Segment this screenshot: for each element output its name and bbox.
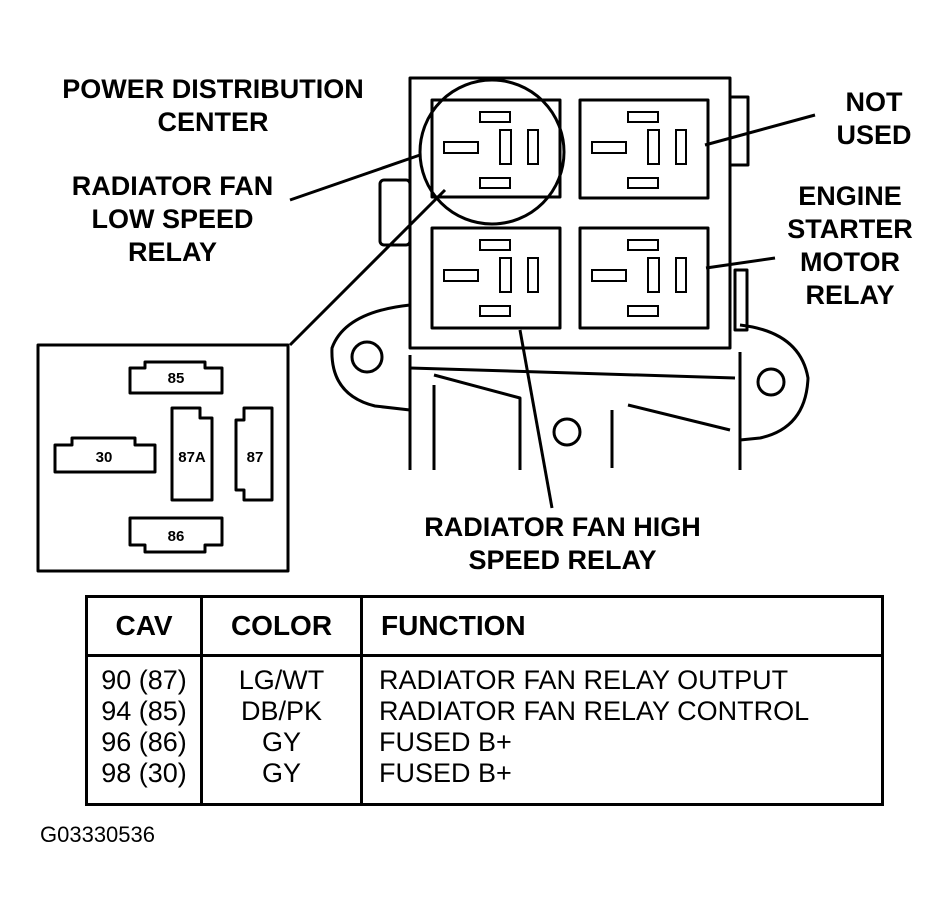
color-cell: GY xyxy=(201,727,363,758)
relay-cavity-low-speed xyxy=(430,98,562,199)
cavity-pin-outline xyxy=(591,141,627,154)
cavity-pin-outline xyxy=(627,239,659,251)
high-speed-relay-label: RADIATOR FAN HIGH SPEED RELAY xyxy=(424,512,701,575)
leader-line xyxy=(518,329,554,509)
cav-cell: 98 (30) xyxy=(86,758,203,805)
pin-85-label: 85 xyxy=(168,370,185,387)
pin-30-label: 30 xyxy=(96,449,113,466)
cavity-pin-outline xyxy=(675,129,687,165)
table-row: 96 (86) GY FUSED B+ xyxy=(86,727,883,758)
cavity-pin-outline xyxy=(527,129,539,165)
cavity-pin-outline xyxy=(527,257,539,293)
color-cell: LG/WT xyxy=(201,655,363,696)
cavity-pin-outline xyxy=(479,305,511,317)
power-distribution-center-diagram: 85 30 87A 87 86 xyxy=(36,76,816,573)
relay-cavity-starter xyxy=(578,226,710,330)
cavity-pin-outline xyxy=(499,257,512,293)
cavity-pin-outline xyxy=(591,269,627,282)
cav-cell: 90 (87) xyxy=(86,655,203,696)
header-color: COLOR xyxy=(201,596,363,657)
color-cell: GY xyxy=(201,758,363,805)
cavity-table: CAV COLOR FUNCTION 90 (87) LG/WT RADIATO… xyxy=(85,595,884,806)
header-cav: CAV xyxy=(86,596,203,657)
pdc-label: POWER DISTRIBUTION CENTER xyxy=(62,74,364,137)
side-tab xyxy=(728,95,750,167)
cavity-pin-outline xyxy=(627,111,659,123)
table-header-row: CAV COLOR FUNCTION xyxy=(86,596,883,657)
cavity-pin-outline xyxy=(479,239,511,251)
not-used-label: NOT USED xyxy=(836,87,912,150)
header-function: FUNCTION xyxy=(361,596,883,657)
function-cell: RADIATOR FAN RELAY OUTPUT xyxy=(379,665,789,695)
function-cell: FUSED B+ xyxy=(379,727,512,757)
pdc-housing xyxy=(408,76,732,350)
leader-line xyxy=(288,188,447,347)
pin-87-label: 87 xyxy=(247,449,264,466)
relay-detail-inset xyxy=(36,343,290,573)
pin-87a-label: 87A xyxy=(178,449,206,466)
cav-cell: 96 (86) xyxy=(86,727,203,758)
pin-30-outline xyxy=(53,436,157,474)
low-speed-relay-label: RADIATOR FAN LOW SPEED RELAY xyxy=(71,171,274,267)
function-cell: FUSED B+ xyxy=(379,758,512,788)
figure-id: G03330536 xyxy=(40,822,155,847)
pin-85-outline xyxy=(128,360,224,395)
leader-line xyxy=(704,113,816,147)
relay-cavity-not-used xyxy=(578,98,710,200)
function-cell: RADIATOR FAN RELAY CONTROL xyxy=(379,696,810,726)
cavity-pin-outline xyxy=(443,269,479,282)
cavity-pin-outline xyxy=(479,111,511,123)
leader-line xyxy=(289,153,421,202)
cavity-pin-outline xyxy=(443,141,479,154)
cavity-pin-outline xyxy=(479,177,511,189)
pin-86-outline xyxy=(128,516,224,554)
pin-87a-outline xyxy=(170,406,214,502)
cavity-pin-outline xyxy=(499,129,512,165)
relay-cavity-high-speed xyxy=(430,226,562,330)
cavity-pin-outline xyxy=(647,257,660,293)
cavity-pin-outline xyxy=(627,305,659,317)
table-row: 98 (30) GY FUSED B+ xyxy=(86,758,883,805)
cavity-pin-outline xyxy=(647,129,660,165)
pin-86-label: 86 xyxy=(168,528,185,545)
pin-87-outline xyxy=(234,406,274,502)
cavity-pin-outline xyxy=(675,257,687,293)
highlight-circle xyxy=(418,78,566,226)
color-cell: DB/PK xyxy=(201,696,363,727)
leader-line xyxy=(705,256,776,270)
mounting-bracket xyxy=(330,303,810,470)
cav-cell: 94 (85) xyxy=(86,696,203,727)
table-row: 90 (87) LG/WT RADIATOR FAN RELAY OUTPUT xyxy=(86,655,883,696)
cavity-pin-outline xyxy=(627,177,659,189)
table-row: 94 (85) DB/PK RADIATOR FAN RELAY CONTROL xyxy=(86,696,883,727)
starter-relay-label: ENGINE STARTER MOTOR RELAY xyxy=(787,181,913,310)
side-tab xyxy=(378,178,412,247)
side-tab xyxy=(733,268,749,332)
